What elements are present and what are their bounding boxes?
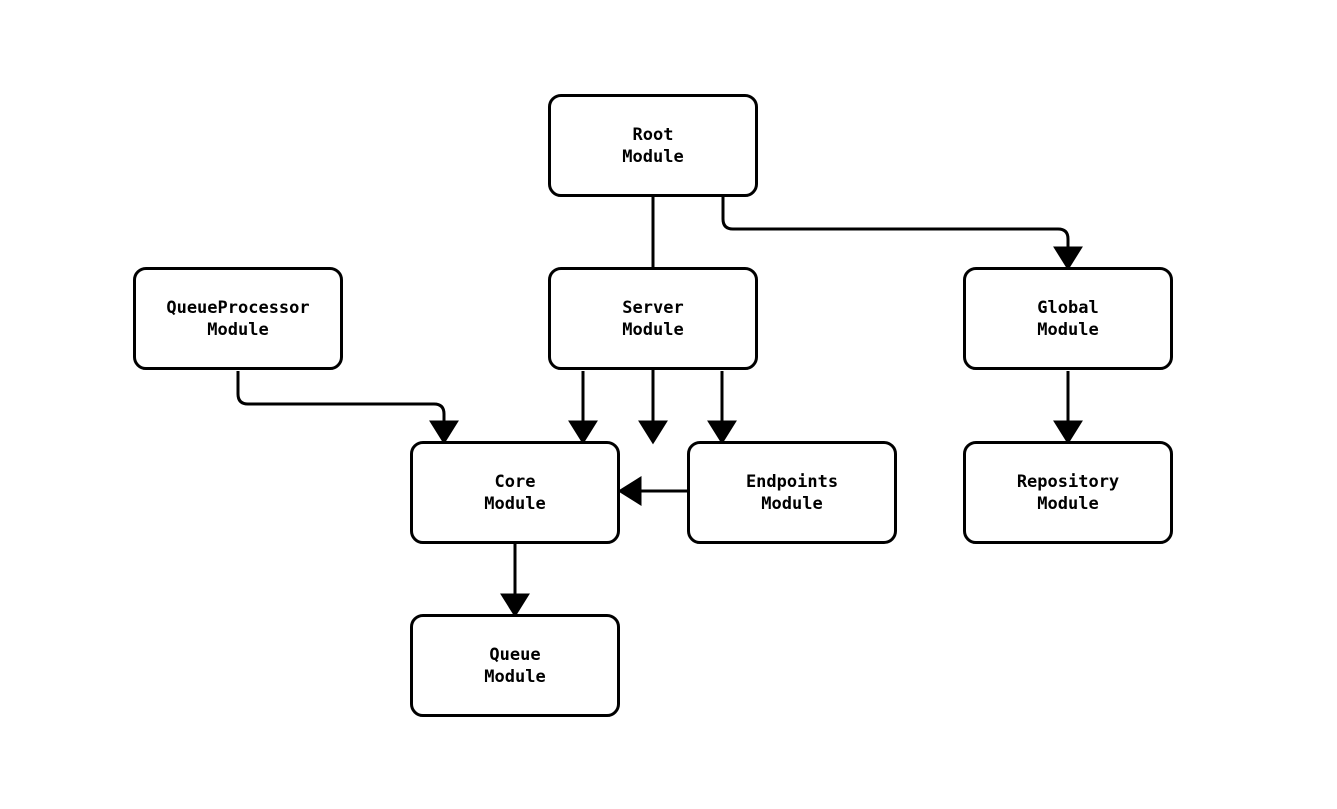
node-queue-module-line2: Module <box>484 666 546 687</box>
node-core-module-line1: Core <box>494 471 536 492</box>
edge-queueprocessor-to-core <box>236 371 459 445</box>
node-queueprocessor-module[interactable]: QueueProcessor Module <box>133 267 343 370</box>
node-global-module[interactable]: Global Module <box>963 267 1173 370</box>
node-queueprocessor-module-line2: Module <box>207 319 269 340</box>
node-global-module-line2: Module <box>1037 319 1099 340</box>
node-endpoints-module-line1: Endpoints <box>745 471 839 492</box>
node-server-module[interactable]: Server Module <box>548 267 758 370</box>
node-queueprocessor-module-line1: QueueProcessor <box>166 297 310 318</box>
node-endpoints-module[interactable]: Endpoints Module <box>687 441 897 544</box>
node-repository-module-line2: Module <box>1037 493 1099 514</box>
node-global-module-line1: Global <box>1037 297 1099 318</box>
node-repository-module[interactable]: Repository Module <box>963 441 1173 544</box>
node-server-module-line1: Server <box>622 297 684 318</box>
node-queue-module-line1: Queue <box>489 644 541 665</box>
node-queue-module[interactable]: Queue Module <box>410 614 620 717</box>
node-core-module[interactable]: Core Module <box>410 441 620 544</box>
node-server-module-line2: Module <box>622 319 684 340</box>
node-repository-module-line1: Repository <box>1016 471 1120 492</box>
edge-root-to-global <box>721 197 1083 271</box>
node-root-module-line1: Root <box>632 124 674 145</box>
node-core-module-line2: Module <box>484 493 546 514</box>
node-root-module[interactable]: Root Module <box>548 94 758 197</box>
node-root-module-line2: Module <box>622 146 684 167</box>
node-endpoints-module-line2: Module <box>761 493 823 514</box>
